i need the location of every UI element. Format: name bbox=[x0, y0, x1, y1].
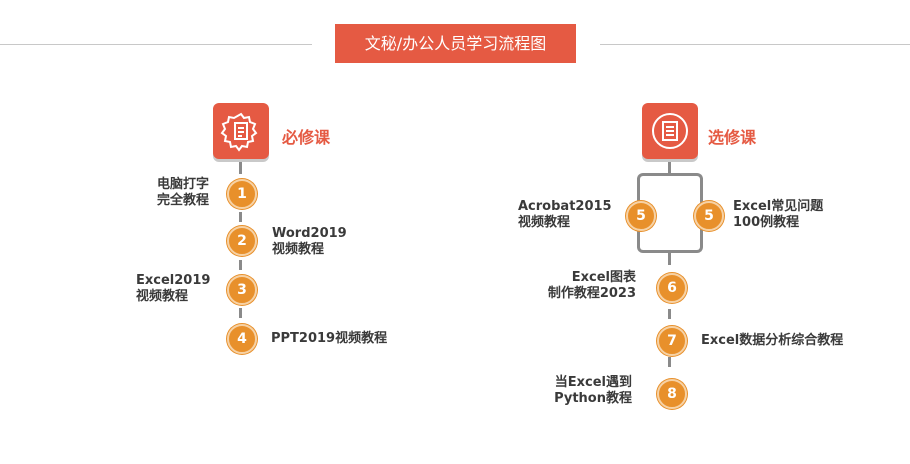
header-rule-left bbox=[0, 44, 312, 45]
elective-label: 选修课 bbox=[708, 128, 757, 147]
elective-item-label-6: Excel图表 制作教程2023 bbox=[547, 270, 636, 301]
elective-node-5a: 5 bbox=[626, 201, 656, 231]
elective-item-label-8: 当Excel遇到 Python教程 bbox=[554, 375, 632, 406]
elective-node-5b: 5 bbox=[694, 201, 724, 231]
elective-bracket-top bbox=[637, 173, 703, 204]
elective-dash bbox=[668, 357, 671, 367]
required-node-2: 2 bbox=[227, 226, 257, 256]
required-badge bbox=[213, 103, 269, 159]
required-node-3: 3 bbox=[227, 275, 257, 305]
required-label: 必修课 bbox=[282, 128, 331, 147]
required-dash bbox=[239, 212, 242, 222]
elective-node-8: 8 bbox=[657, 379, 687, 409]
elective-node-7: 7 bbox=[657, 326, 687, 356]
required-item-label-3: Excel2019 视频教程 bbox=[136, 273, 211, 304]
elective-connector-mid bbox=[668, 253, 671, 265]
elective-item-label-5a: Acrobat2015 视频教程 bbox=[518, 199, 612, 230]
elective-item-label-7: Excel数据分析综合教程 bbox=[701, 333, 844, 348]
page-title: 文秘/办公人员学习流程图 bbox=[335, 24, 576, 63]
required-node-4: 4 bbox=[227, 324, 257, 354]
elective-item-label-5b: Excel常见问题 100例教程 bbox=[733, 199, 824, 230]
required-dash bbox=[239, 260, 242, 270]
required-item-label-2: Word2019 视频教程 bbox=[272, 226, 347, 257]
elective-bracket-bottom bbox=[637, 226, 703, 253]
elective-badge bbox=[642, 103, 698, 159]
checklist-icon bbox=[652, 113, 688, 149]
gear-document-icon bbox=[220, 112, 258, 152]
elective-dash bbox=[668, 309, 671, 319]
required-dash bbox=[239, 308, 242, 318]
elective-connector-top bbox=[668, 162, 671, 176]
elective-node-6: 6 bbox=[657, 273, 687, 303]
header-rule-right bbox=[600, 44, 910, 45]
required-item-label-1: 电脑打字 完全教程 bbox=[156, 177, 209, 208]
required-connector bbox=[239, 162, 242, 174]
required-item-label-4: PPT2019视频教程 bbox=[271, 331, 388, 346]
required-node-1: 1 bbox=[227, 179, 257, 209]
